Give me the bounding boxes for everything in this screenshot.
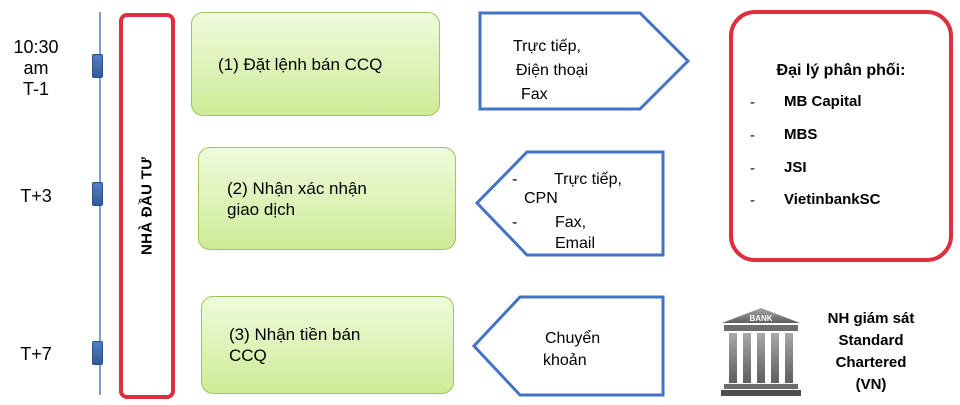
step-confirmation-line1: (2) Nhận xác nhận	[227, 178, 367, 198]
payment-channel-line2: khoản	[543, 352, 587, 369]
confirm-channel-item-2: - Fax, Email	[505, 213, 661, 255]
custodian-bank-label: NH giám sát Standard Chartered (VN)	[808, 308, 934, 396]
step-confirmation-line2: giao dịch	[227, 199, 296, 219]
agent-dash: -	[750, 160, 755, 177]
order-channel-line3: Fax	[521, 86, 548, 103]
time-label-t-1: 10:30 am T-1	[4, 37, 68, 100]
order-channel-arrow	[478, 11, 691, 111]
confirm-channel-arrow	[474, 150, 665, 257]
confirm-item-2-line2: Email	[555, 235, 596, 252]
step-place-order-label: (1) Đặt lệnh bán CCQ	[218, 54, 383, 74]
agent-item: VietinbankSC	[784, 191, 881, 208]
distribution-agent-title: Đại lý phân phối:	[776, 62, 906, 79]
timeline-marker-t7	[92, 341, 103, 365]
confirm-item-1-line1: Trực tiếp,	[554, 171, 622, 188]
time-label-hour: 10:30	[13, 37, 59, 57]
confirm-item-1-line2: CPN	[524, 190, 558, 207]
order-channel-line2: Điện thoại	[516, 62, 589, 79]
step-receive-payment-label: (3) Nhận tiền bán CCQ	[229, 324, 360, 366]
investor-box	[119, 13, 175, 399]
agent-dash: -	[750, 94, 755, 111]
payment-channel-arrow	[471, 295, 665, 397]
step-confirmation-label: (2) Nhận xác nhận giao dịch	[227, 178, 367, 220]
distribution-agent-box	[729, 10, 953, 262]
confirm-item-2-dash: -	[512, 214, 518, 231]
bank-icon: BANK	[721, 308, 801, 396]
time-label-t7: T+7	[20, 344, 52, 364]
confirm-channel-text: - Trực tiếp, CPN - Fax, Email	[505, 170, 661, 258]
payment-channel-line1: Chuyển	[545, 330, 601, 347]
step-receive-payment-line2: CCQ	[229, 346, 267, 365]
order-channel-line1: Trực tiếp,	[513, 38, 581, 55]
time-label-day: T-1	[22, 79, 49, 99]
agent-dash: -	[750, 127, 755, 144]
custodian-bank-line1: NH giám sát	[827, 310, 915, 327]
time-label-t3: T+3	[20, 186, 52, 206]
timeline-marker-t3	[92, 182, 103, 206]
confirm-channel-item-1: - Trực tiếp, CPN	[505, 170, 661, 208]
timeline-marker-t-1	[92, 54, 103, 78]
confirm-item-1-dash: -	[512, 171, 518, 188]
custodian-bank-line2: Standard	[838, 332, 904, 349]
time-label-ampm: am	[23, 58, 49, 78]
step-place-order: (1) Đặt lệnh bán CCQ	[191, 12, 440, 116]
agent-item: JSI	[784, 159, 807, 176]
confirm-item-2-line1: Fax,	[555, 214, 587, 231]
payment-channel-text: Chuyển khoản	[522, 329, 652, 375]
step-receive-payment: (3) Nhận tiền bán CCQ	[201, 296, 454, 394]
step-receive-payment-line1: (3) Nhận tiền bán	[229, 325, 361, 344]
bank-icon-label: BANK	[749, 314, 772, 323]
agent-dash: -	[750, 192, 755, 209]
order-channel-text: Trực tiếp, Điện thoại Fax	[508, 37, 648, 104]
custodian-bank-line4: (VN)	[855, 376, 887, 393]
agent-item: MB Capital	[784, 93, 862, 110]
agent-item: MBS	[784, 126, 818, 143]
step-confirmation: (2) Nhận xác nhận giao dịch	[198, 147, 456, 250]
custodian-bank-line3: Chartered	[835, 354, 907, 371]
